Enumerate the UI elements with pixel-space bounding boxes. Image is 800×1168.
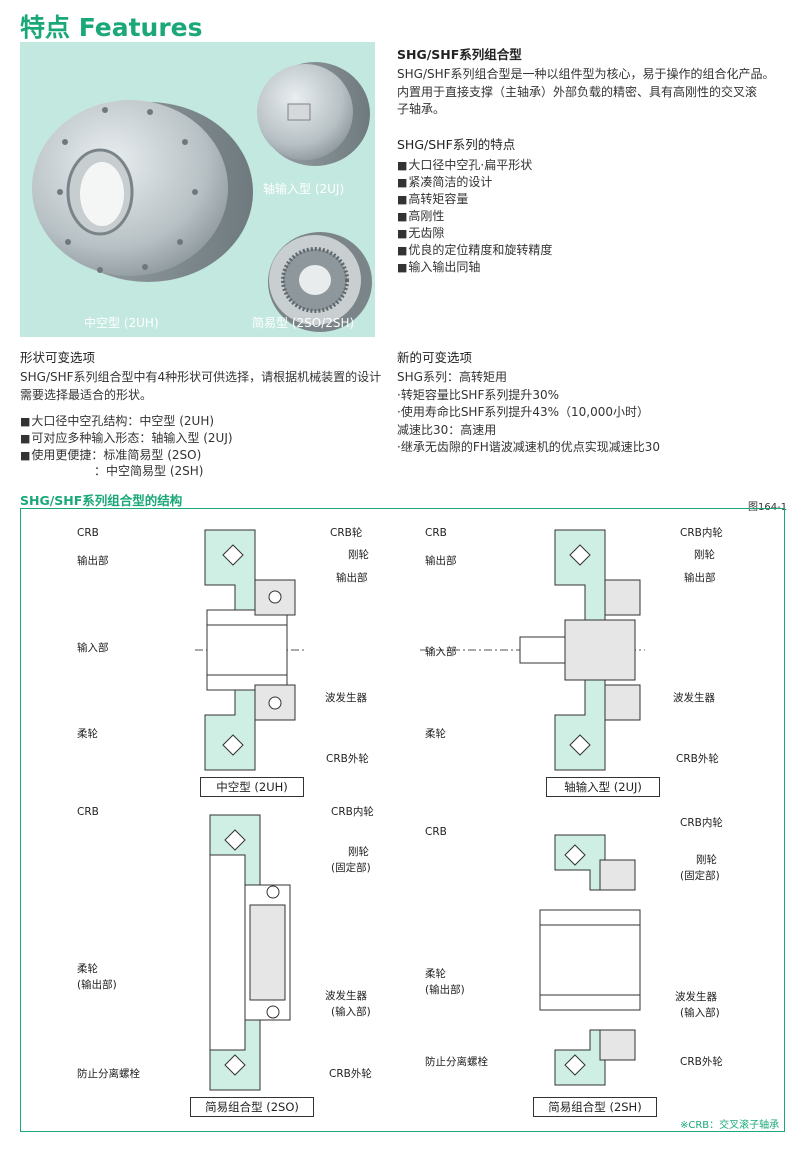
label-wave-generator: 波发生器 <box>673 692 715 704</box>
label-wave-generator-note: (输入部) <box>331 1006 371 1018</box>
features-list: 大口径中空孔·扁平形状 紧凑简洁的设计 高转矩容量 高刚性 无齿隙 优良的定位精… <box>397 157 552 276</box>
product-illustration <box>32 62 372 332</box>
label-wave-generator: 波发生器 <box>325 692 367 704</box>
figure-number: 图164-1 <box>748 502 788 513</box>
structure-heading: SHG/SHF系列组合型的结构 <box>20 493 183 508</box>
label-wave-generator-note: (输入部) <box>680 1007 720 1019</box>
label-bolt: 防止分离螺栓 <box>425 1056 488 1068</box>
label-flexspline: 柔轮 <box>425 728 446 740</box>
shape-description: SHG/SHF系列组合型中有4种形状可供选择，请根据机械装置的设计需要选择最适合… <box>20 370 382 402</box>
list-item: 大口径中空孔·扁平形状 <box>397 157 552 174</box>
label-crb-inner: CRB内轮 <box>680 527 723 539</box>
label-circular-spline-note: (固定部) <box>331 862 371 874</box>
shape-list: 大口径中空孔结构：中空型 (2UH) 可对应多种输入形态：轴输入型 (2UJ) … <box>20 413 233 464</box>
label-input: 输入部 <box>425 646 457 658</box>
label-flexspline: 柔轮 <box>77 728 98 740</box>
caption-shaft-input: 轴输入型 (2UJ) <box>263 182 345 196</box>
label-crb: CRB <box>425 527 447 539</box>
label-flexspline-note: (输出部) <box>77 979 117 991</box>
label-input: 输入部 <box>77 642 109 654</box>
label-crb-inner: CRB内轮 <box>331 806 374 818</box>
label-bolt: 防止分离螺栓 <box>77 1068 140 1080</box>
label-crb: CRB <box>77 527 99 539</box>
list-item: 可对应多种输入形态：轴输入型 (2UJ) <box>20 430 232 447</box>
list-item: 优良的定位精度和旋转精度 <box>397 242 552 259</box>
new-options-text: SHG系列：高转矩用·转矩容量比SHF系列提升30%·使用寿命比SHF系列提升4… <box>397 370 661 454</box>
label-crb-outer: CRB外轮 <box>329 1068 372 1080</box>
caption-2uj: 轴输入型 (2UJ) <box>546 777 660 797</box>
list-item: 使用更便捷：标准简易型 (2SO) <box>20 447 233 464</box>
label-crb-inner: CRB内轮 <box>680 817 723 829</box>
caption-2so: 简易组合型 (2SO) <box>190 1097 314 1117</box>
diagram-2sh <box>539 834 641 1086</box>
features-heading: SHG/SHF系列的特点 <box>397 137 516 152</box>
structure-frame <box>20 508 785 1132</box>
diagram-2uj <box>420 529 645 771</box>
diagram-2so <box>209 814 291 1091</box>
crb-note: ※CRB：交叉滚子轴承 <box>680 1120 780 1131</box>
label-crb-wheel: CRB轮 <box>330 527 363 539</box>
shg-heading: SHG/SHF系列组合型 <box>397 47 522 62</box>
shape-extra: ：中空简易型 (2SH) <box>94 464 204 478</box>
product-photo: 中空型 (2UH) 轴输入型 (2UJ) 简易型 (2SO/2SH) <box>20 42 375 337</box>
label-wave-generator: 波发生器 <box>675 991 717 1003</box>
label-flexspline: 柔轮 <box>77 963 98 975</box>
label-crb-outer: CRB外轮 <box>326 753 369 765</box>
label-circular-spline: 刚轮 <box>348 549 369 561</box>
list-item: 大口径中空孔结构：中空型 (2UH) <box>20 413 233 430</box>
list-item: 输入输出同轴 <box>397 259 552 276</box>
label-circular-spline: 刚轮 <box>694 549 715 561</box>
label-crb-outer: CRB外轮 <box>676 753 719 765</box>
label-crb-outer: CRB外轮 <box>680 1056 723 1068</box>
shape-heading: 形状可变选项 <box>20 350 96 365</box>
new-options-heading: 新的可变选项 <box>397 350 473 365</box>
list-item: 高转矩容量 <box>397 191 552 208</box>
caption-hollow: 中空型 (2UH) <box>84 316 159 330</box>
caption-2uh: 中空型 (2UH) <box>200 777 304 797</box>
label-flexspline: 柔轮 <box>425 968 446 980</box>
label-output: 输出部 <box>77 555 109 567</box>
diagram-2uh <box>195 529 305 771</box>
shg-description: SHG/SHF系列组合型是一种以组件型为核心，易于操作的组合化产品。内置用于直接… <box>397 67 775 116</box>
label-output: 输出部 <box>425 555 457 567</box>
label-crb: CRB <box>77 806 99 818</box>
label-wave-generator: 波发生器 <box>325 990 367 1002</box>
label-circular-spline: 刚轮 <box>696 854 717 866</box>
label-output-right: 输出部 <box>684 572 716 584</box>
label-flexspline-note: (输出部) <box>425 984 465 996</box>
list-item: 紧凑简洁的设计 <box>397 174 552 191</box>
label-output-right: 输出部 <box>336 572 368 584</box>
page-title: 特点 Features <box>20 13 203 42</box>
label-circular-spline: 刚轮 <box>348 846 369 858</box>
list-item: 高刚性 <box>397 208 552 225</box>
caption-2sh: 简易组合型 (2SH) <box>533 1097 657 1117</box>
list-item: 无齿隙 <box>397 225 552 242</box>
caption-simple: 简易型 (2SO/2SH) <box>252 316 355 330</box>
label-crb: CRB <box>425 826 447 838</box>
label-circular-spline-note: (固定部) <box>680 870 720 882</box>
